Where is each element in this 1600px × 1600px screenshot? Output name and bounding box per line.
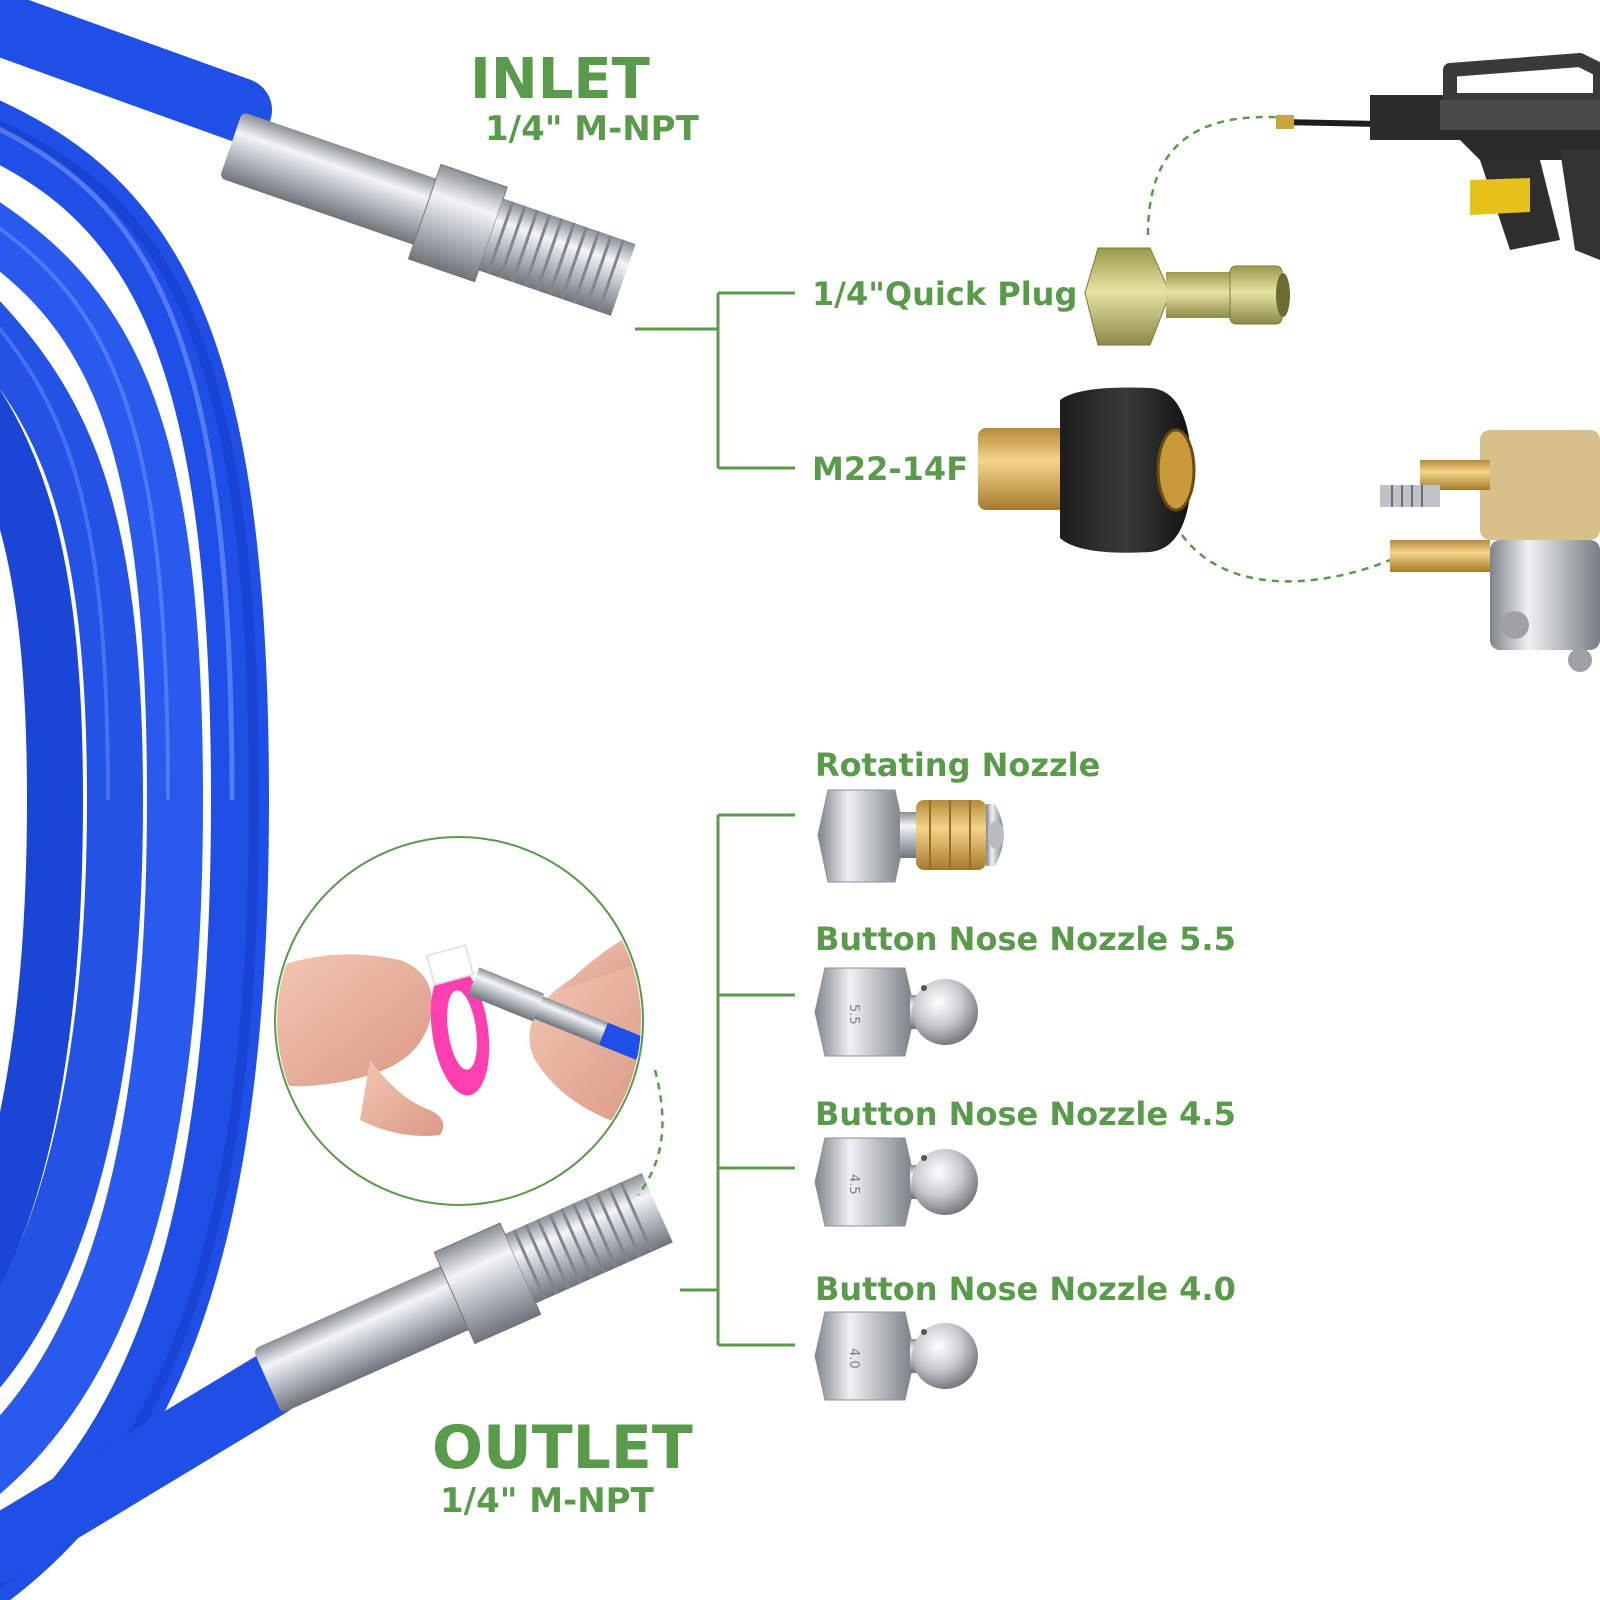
inlet-hose	[0, 0, 272, 142]
button-nozzle-55-label: Button Nose Nozzle 5.5	[815, 920, 1236, 958]
button-nozzle-55-icon: 5.5	[814, 967, 978, 1057]
rotating-nozzle-icon	[817, 789, 1004, 883]
quick-plug-fitting	[1084, 247, 1290, 346]
hose-coil-inner	[0, 301, 144, 1388]
pressure-washer-gun-icon	[1276, 53, 1600, 260]
dashed-curve-pump	[1180, 534, 1391, 583]
nozzle-size-45: 4.5	[846, 1174, 861, 1195]
quick-plug-label: 1/4"Quick Plug	[812, 275, 1077, 313]
hose-coil-core	[0, 389, 84, 1287]
m22-14f-label: M22-14F	[812, 450, 968, 488]
hose-highlight	[0, 226, 170, 801]
outlet-spec: 1/4" M-NPT	[440, 1481, 655, 1521]
inlet-spec: 1/4" M-NPT	[485, 109, 700, 149]
hose-highlight	[0, 126, 235, 801]
inlet-thread	[478, 198, 636, 316]
inset-fitting	[468, 967, 545, 1022]
outlet-ferrule	[254, 1265, 472, 1412]
outlet-hose	[0, 1353, 302, 1586]
hose-coil	[0, 100, 270, 1600]
m22-fitting	[978, 387, 1196, 553]
inlet-bracket	[635, 291, 795, 470]
button-nozzle-40-icon: 4.0	[814, 1311, 978, 1401]
outlet-title: OUTLET	[432, 1413, 693, 1483]
dashed-curve-circle	[637, 1069, 664, 1196]
thread-tape-inset	[274, 836, 644, 1206]
outlet-bracket	[680, 813, 795, 1347]
button-nozzle-45-icon: 4.5	[814, 1137, 978, 1227]
hose-highlight	[0, 325, 110, 801]
dashed-curve-gun	[1146, 115, 1291, 236]
left-hand	[277, 954, 432, 1087]
nozzle-size-40: 4.0	[846, 1348, 861, 1369]
hose-coil-middle	[0, 202, 204, 1494]
button-nozzle-45-label: Button Nose Nozzle 4.5	[815, 1095, 1236, 1133]
inlet-title: INLET	[470, 47, 650, 112]
button-nozzle-40-label: Button Nose Nozzle 4.0	[815, 1270, 1236, 1308]
outlet-fitting	[0, 1172, 673, 1586]
nozzle-size-55: 5.5	[846, 1004, 861, 1025]
inlet-ferrule	[221, 113, 440, 245]
inlet-fitting	[0, 0, 636, 316]
rotating-nozzle-label: Rotating Nozzle	[815, 746, 1100, 784]
pressure-washer-pump-icon	[1380, 430, 1600, 672]
